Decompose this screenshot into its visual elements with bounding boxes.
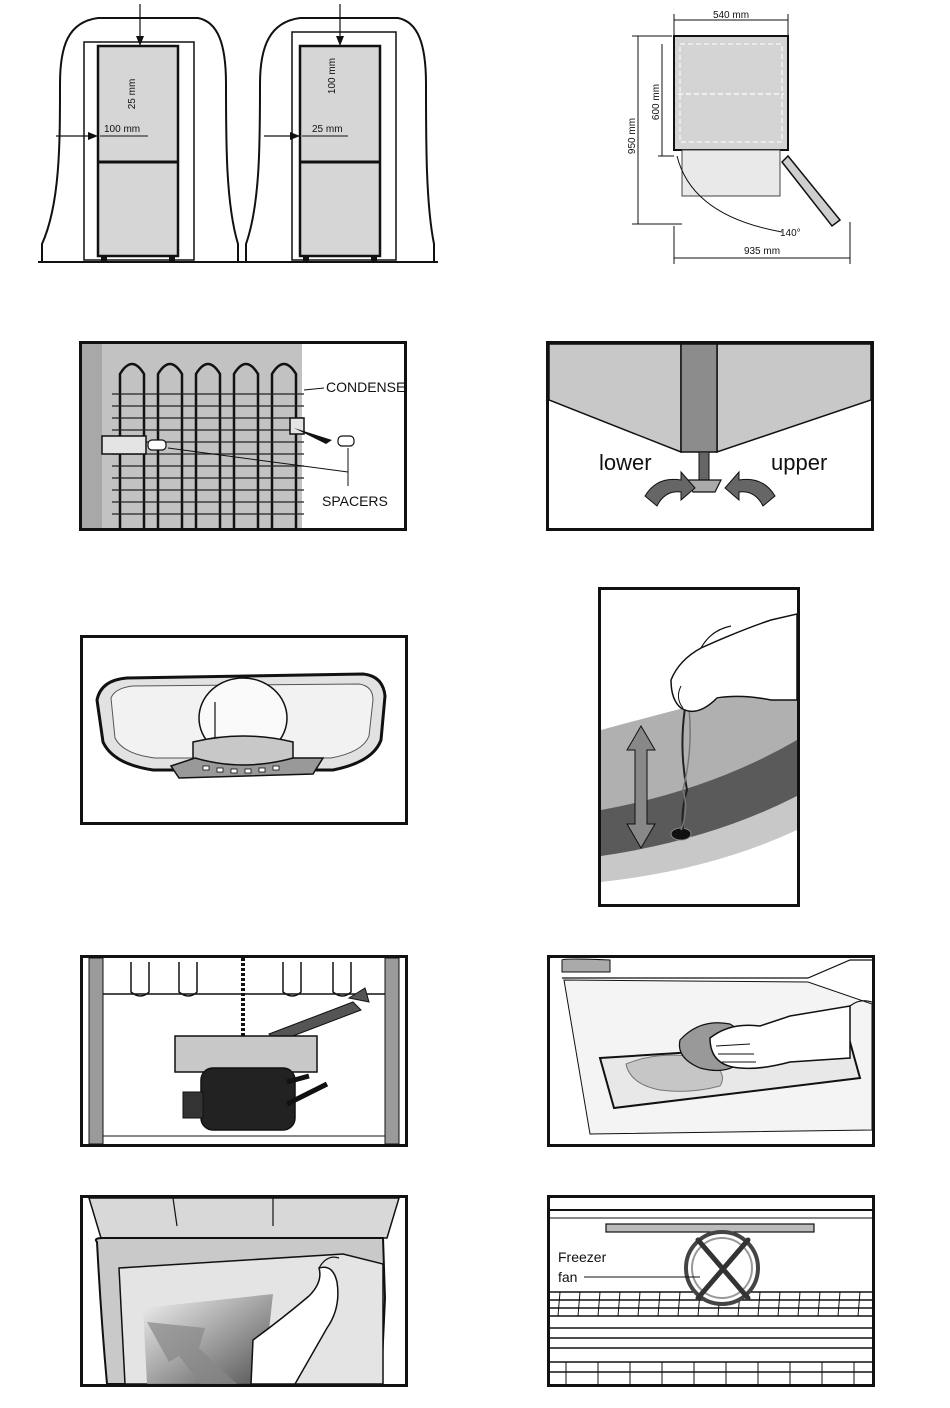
freezer-fan-figure: Freezer fan <box>547 1195 875 1387</box>
drawer-figure <box>80 1195 408 1387</box>
wiping-figure <box>547 955 875 1147</box>
condenser-figure: CONDENSER SPACERS <box>79 341 407 531</box>
clearance-right-top-gap: 100 mm <box>327 58 338 94</box>
condenser-label: CONDENSER <box>326 379 404 395</box>
spacers-label: SPACERS <box>322 493 388 509</box>
dim-width: 540 mm <box>713 10 749 21</box>
clearance-figure: 25 mm 100 mm 100 mm 25 mm <box>38 4 438 266</box>
clearance-left-side-gap: 100 mm <box>104 124 140 135</box>
dimensions-figure: 540 mm 950 mm 600 mm 140° 935 mm <box>622 6 858 268</box>
clearance-right-side-gap: 25 mm <box>312 124 343 135</box>
drain-hole-figure <box>598 587 800 907</box>
dim-cabinet-height: 600 mm <box>651 84 662 120</box>
compressor-figure <box>80 955 408 1147</box>
leveling-feet-figure: lower upper <box>546 341 874 531</box>
dim-total-height: 950 mm <box>627 118 638 154</box>
freezer-fan-label-line1: Freezer <box>558 1249 607 1265</box>
upper-label: upper <box>771 450 827 475</box>
freezer-fan-label-line2: fan <box>558 1269 577 1285</box>
dim-door-angle: 140° <box>780 228 801 239</box>
lower-label: lower <box>599 450 652 475</box>
light-cover-figure <box>80 635 408 825</box>
dim-door-open-depth: 935 mm <box>744 246 780 257</box>
clearance-left-top-gap: 25 mm <box>127 79 138 110</box>
